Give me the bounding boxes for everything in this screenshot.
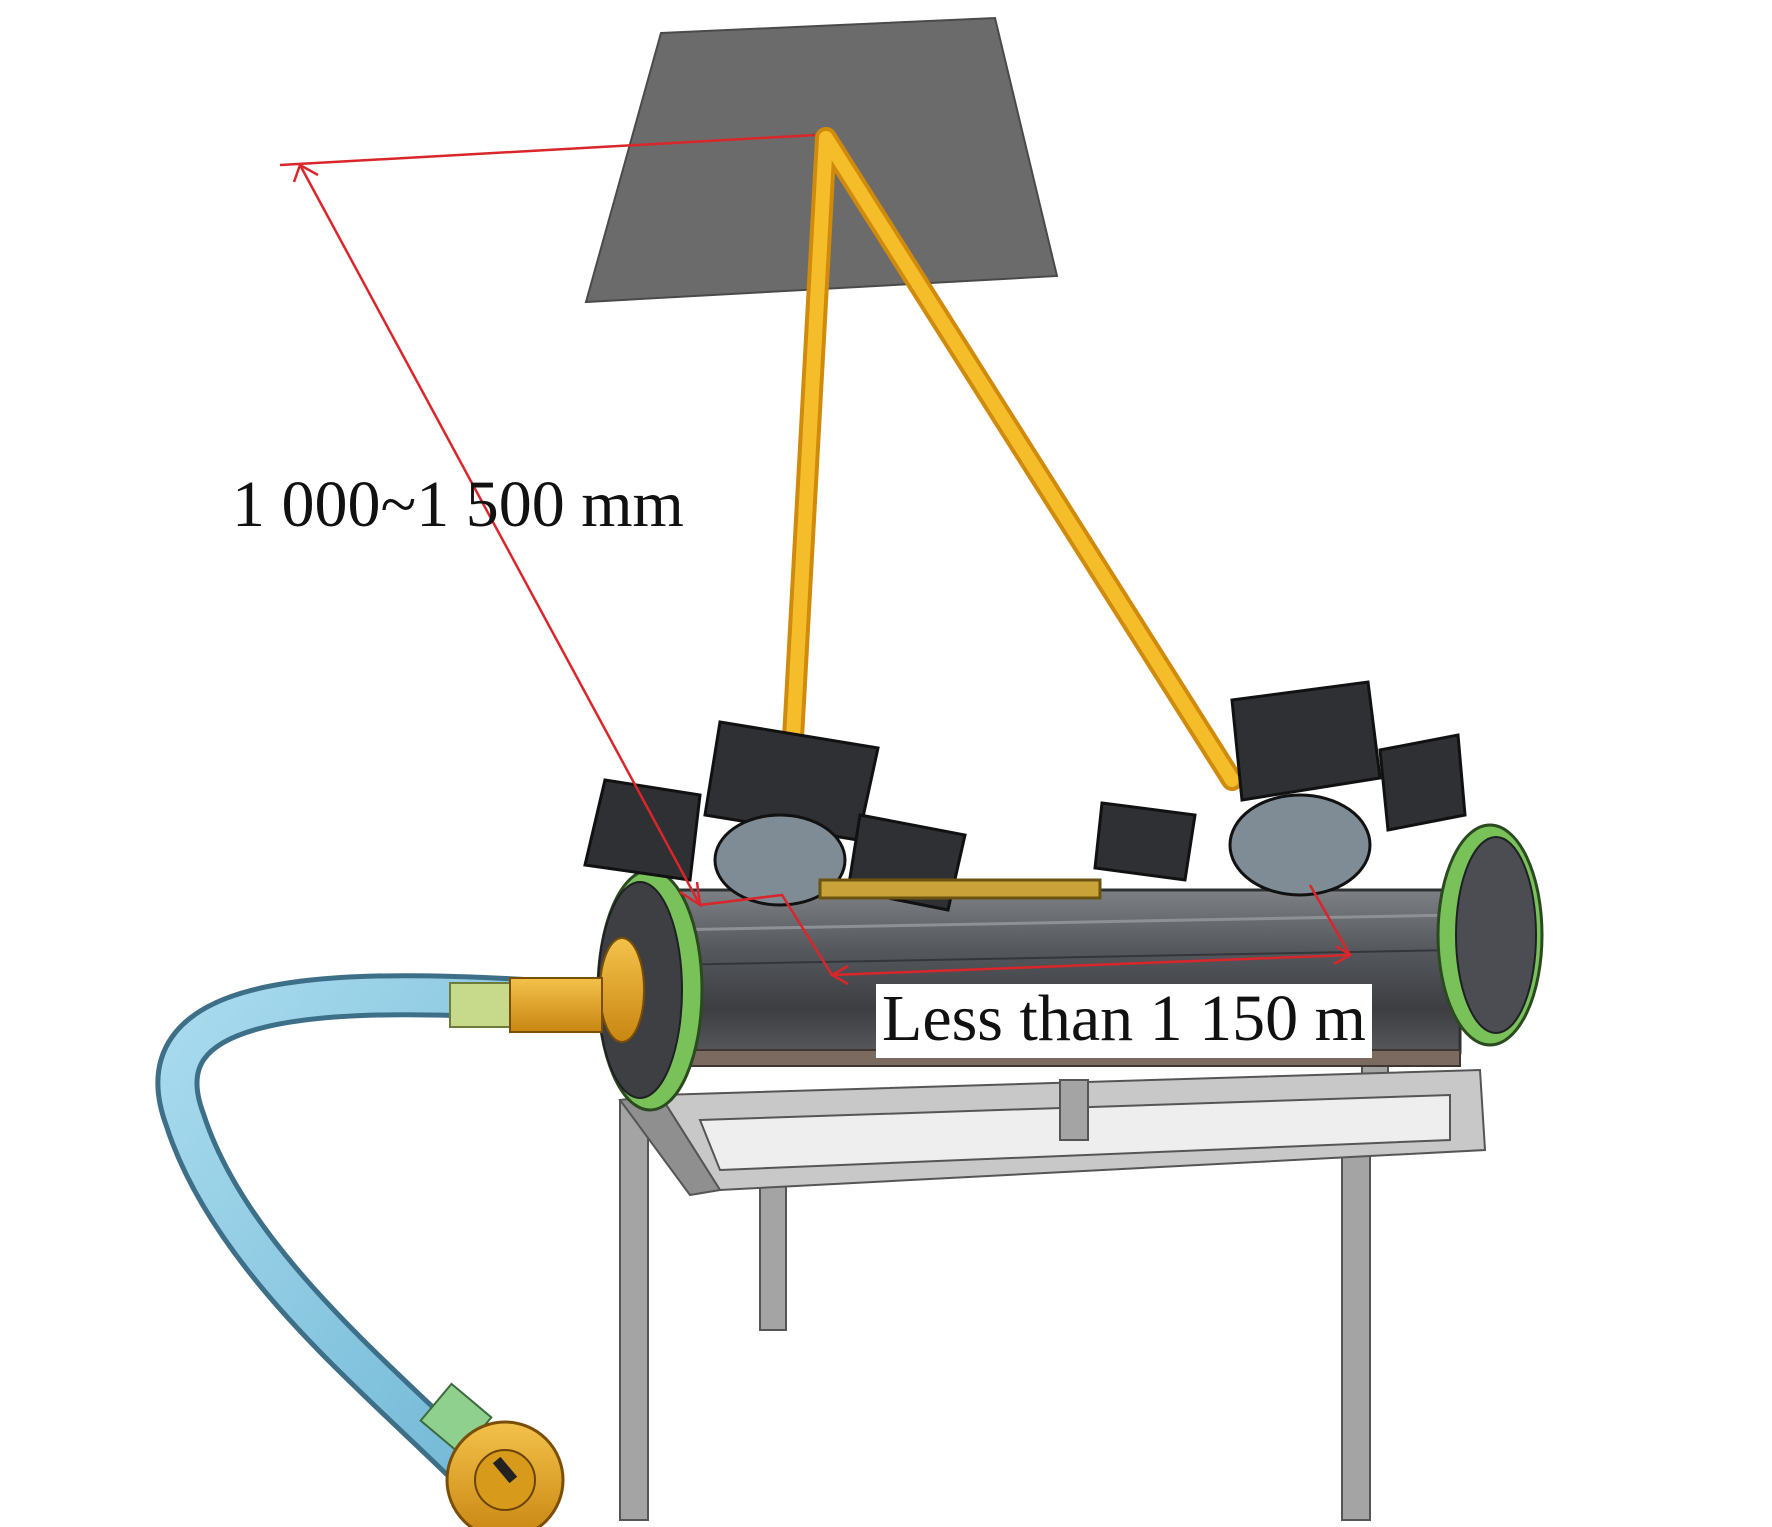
support-frame [618,1059,1487,1521]
left-flange [596,868,704,1112]
laser-beams [782,127,1243,791]
dimension-lines [279,133,1353,986]
hose-end-connector [419,1382,565,1527]
right-flange [1436,823,1544,1047]
length-dimension-label: Less than 1 150 m [876,984,1372,1058]
fiber-hose [155,973,603,1492]
height-dimension-label: 1 000~1 500 mm [232,468,684,541]
sensor-modules [583,680,1467,912]
